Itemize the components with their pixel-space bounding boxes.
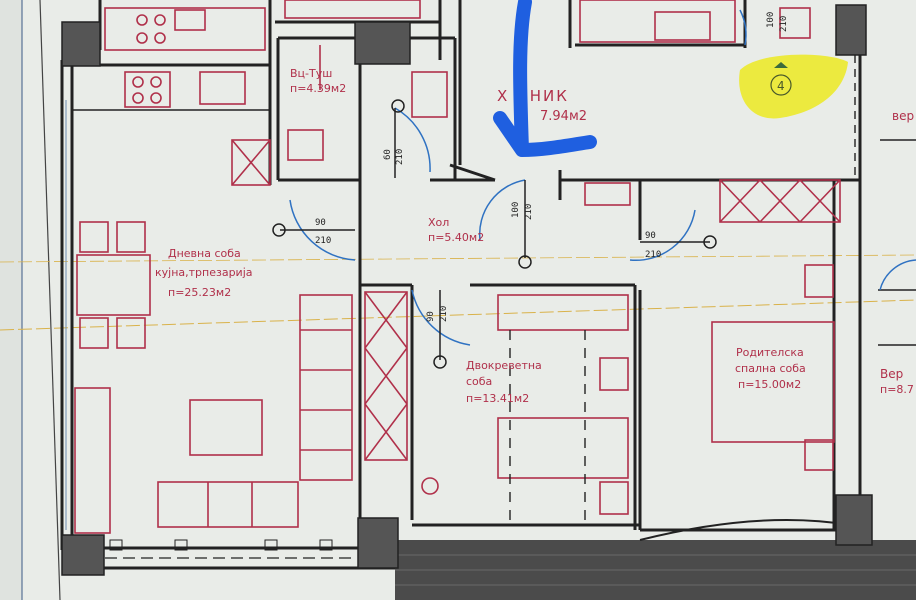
- furniture: [74, 0, 841, 534]
- double-room-name: Двокреветна: [466, 359, 542, 372]
- hall-area: п=5.40м2: [428, 231, 484, 244]
- yellow-highlight: [739, 54, 848, 119]
- hall-name: Хол: [428, 216, 449, 229]
- door-double-height: 210: [439, 306, 449, 322]
- marker-number: 4: [777, 79, 785, 93]
- living-area: п=25.23м2: [168, 286, 231, 299]
- pen-arrow-icon: [493, 0, 597, 157]
- master-bedroom-area: п=15.00м2: [738, 378, 801, 391]
- marker-circle: [770, 74, 792, 96]
- master-bedroom-name: Родителска: [736, 346, 804, 359]
- veranda-top-name: вер: [892, 109, 914, 123]
- door-master-width: 90: [645, 231, 656, 241]
- door-bath-height: 210: [395, 149, 405, 165]
- corridor-name: Х ДНИК: [497, 87, 569, 105]
- balcony-curve: [639, 519, 851, 541]
- door-hall-height: 210: [524, 204, 534, 220]
- living-name: Дневна соба: [168, 247, 241, 260]
- marker-triangle: [774, 62, 788, 68]
- veranda-bottom-area: п=8.7: [880, 383, 914, 396]
- door-swings: [272, 9, 747, 369]
- guide-line-horizontal-2: [0, 254, 916, 263]
- guide-line-horizontal: [0, 299, 916, 331]
- window-sill: [105, 539, 355, 559]
- door-bath-width: 60: [383, 149, 393, 160]
- bathroom-name: Вц-Туш: [290, 67, 332, 80]
- structural-columns: [61, 4, 873, 576]
- door-hall-width: 100: [511, 202, 521, 218]
- living-subname: кујна,трпезарија: [155, 266, 253, 279]
- door-entry-height: 210: [779, 16, 789, 32]
- door-living-height: 210: [315, 236, 331, 246]
- bathroom-area: п=4.39м2: [290, 82, 346, 95]
- left-margin-strip: [0, 0, 22, 600]
- veranda-bottom-name: Вер: [880, 367, 903, 381]
- double-room-area: п=13.41м2: [466, 392, 529, 405]
- door-dimensions: 100 210 60 210 90 210 100 210 90 210 90 …: [315, 12, 789, 322]
- right-edge-walls: [854, 55, 916, 346]
- master-bedroom-subname: спална соба: [735, 362, 806, 375]
- brick-pattern: [395, 554, 916, 586]
- door-double-width: 90: [426, 311, 436, 322]
- double-room-subname: соба: [466, 375, 492, 388]
- door-living-width: 90: [315, 218, 326, 228]
- door-master-height: 210: [645, 250, 661, 260]
- margin-line-2: [39, 0, 61, 600]
- corridor-area: 7.94м2: [540, 109, 587, 124]
- door-entry-width: 100: [766, 12, 776, 28]
